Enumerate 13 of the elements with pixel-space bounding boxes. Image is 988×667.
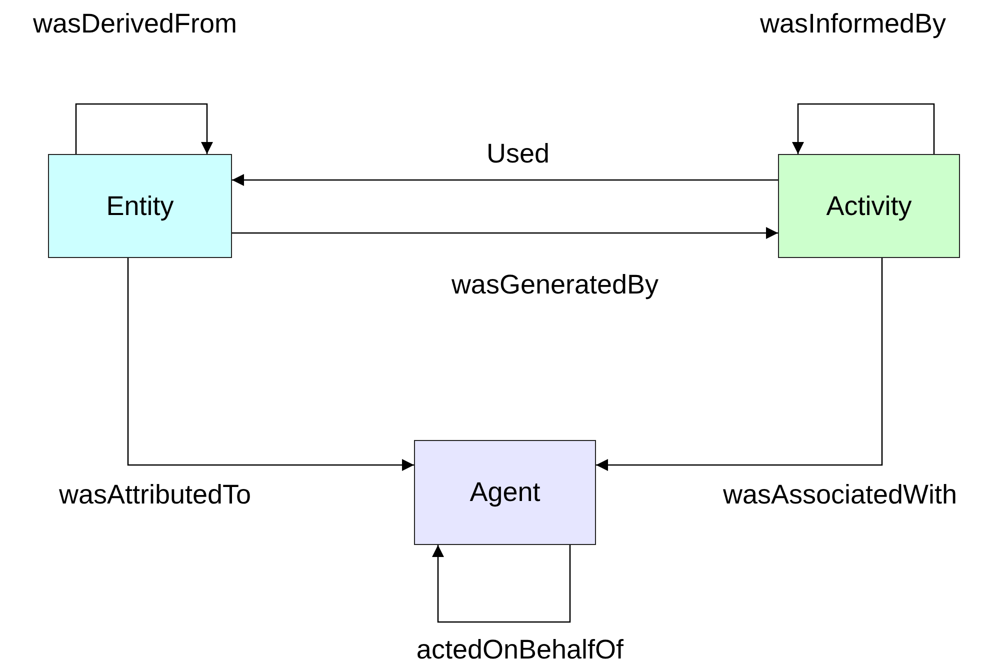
arrow [432, 545, 571, 623]
arrow [232, 227, 778, 239]
arrow [75, 103, 213, 154]
class-box [48, 154, 232, 258]
node-label: Entity [106, 190, 174, 222]
class-box [778, 154, 960, 258]
class-box [414, 440, 596, 545]
arrow [232, 174, 778, 186]
node-label: Activity [826, 190, 912, 222]
node-label: Agent [470, 477, 540, 508]
arrow [596, 258, 883, 471]
arrow [792, 103, 935, 154]
arrow [127, 258, 414, 471]
